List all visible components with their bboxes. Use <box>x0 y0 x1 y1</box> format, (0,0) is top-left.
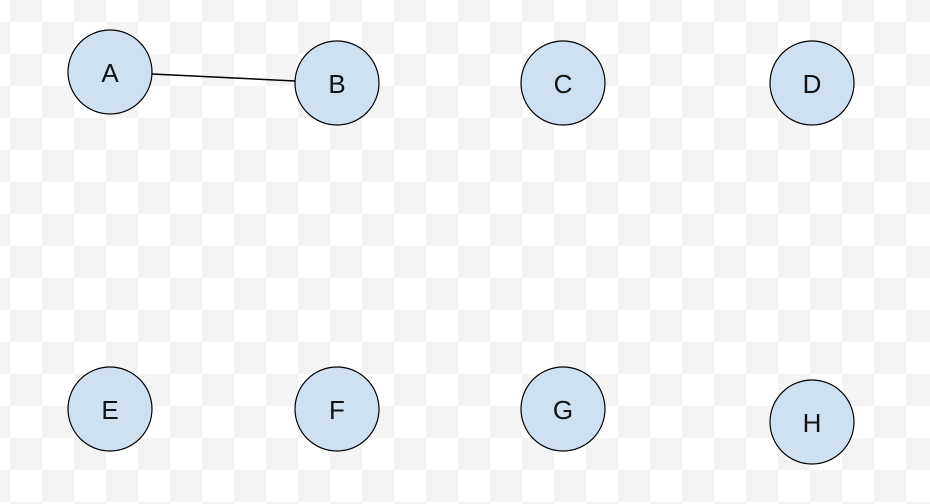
node-circle <box>520 366 606 452</box>
edges-layer <box>151 73 296 82</box>
node-circle <box>769 379 855 465</box>
node-circle <box>520 40 606 126</box>
node-circle <box>294 40 380 126</box>
edge-a-b <box>151 73 296 82</box>
node-label: E <box>101 395 118 425</box>
nodes-layer: A B C D E F G H <box>67 29 855 465</box>
node-a[interactable]: A <box>67 29 153 115</box>
node-label: D <box>803 69 822 99</box>
node-circle <box>769 40 855 126</box>
node-label: F <box>329 395 345 425</box>
node-circle <box>67 366 153 452</box>
node-label: H <box>803 408 822 438</box>
node-label: A <box>101 58 119 88</box>
node-e[interactable]: E <box>67 366 153 452</box>
node-circle <box>67 29 153 115</box>
node-label: B <box>328 69 345 99</box>
node-g[interactable]: G <box>520 366 606 452</box>
node-label: C <box>554 69 573 99</box>
node-label: G <box>553 395 573 425</box>
node-d[interactable]: D <box>769 40 855 126</box>
node-f[interactable]: F <box>294 366 380 452</box>
node-b[interactable]: B <box>294 40 380 126</box>
node-h[interactable]: H <box>769 379 855 465</box>
node-c[interactable]: C <box>520 40 606 126</box>
node-circle <box>294 366 380 452</box>
